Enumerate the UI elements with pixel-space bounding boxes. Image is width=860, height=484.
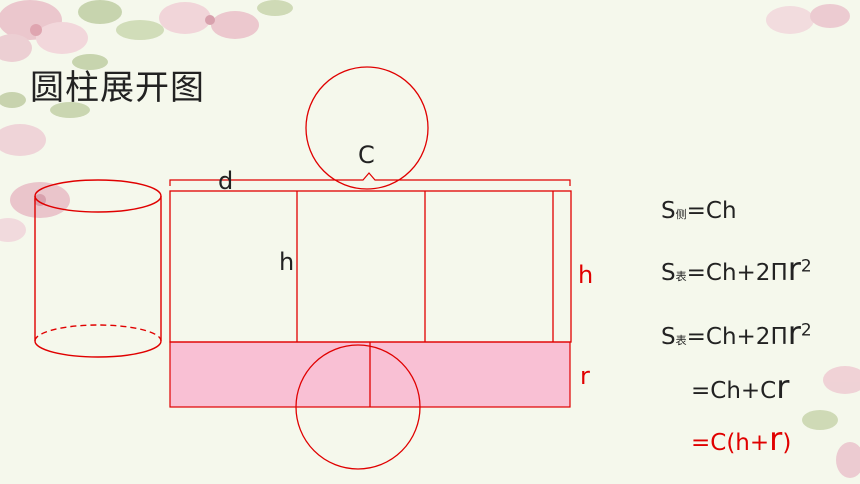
formula-rest: =Ch+2 (686, 260, 771, 286)
formula-r: r (769, 420, 783, 458)
formula-surface-2: S表=Ch+2Πr2 (661, 314, 812, 352)
bottom-circle (295, 344, 421, 470)
formula-s: S (661, 198, 676, 224)
formula-pre: =C(h+ (691, 430, 770, 456)
formula-exp: 2 (800, 320, 812, 341)
formula-step-4: =C(h+r) (691, 420, 791, 458)
formula-exp: 2 (800, 256, 812, 277)
label-h-inner: h (279, 248, 295, 276)
formula-s: S (661, 260, 676, 286)
formula-sub: 表 (675, 334, 687, 347)
flower-top-center-icon (159, 0, 293, 39)
formula-surface-1: S表=Ch+2Πr2 (661, 250, 812, 288)
circumference-brace (169, 172, 571, 186)
page-title: 圆柱展开图 (30, 68, 205, 108)
formula-s: S (661, 324, 676, 350)
formula-lateral: S侧=Ch (661, 198, 737, 224)
formula-rest: =Ch (686, 198, 737, 224)
formula-sub: 侧 (675, 208, 687, 221)
formula-r: r (787, 250, 801, 288)
cylinder-bottom-front (34, 340, 162, 358)
label-r-side: r (580, 362, 590, 390)
top-circle (305, 66, 429, 190)
label-d: d (218, 167, 234, 195)
cylinder-top-ellipse (34, 179, 162, 213)
formula-pi: Π (770, 260, 788, 286)
lateral-rectangle (169, 190, 572, 343)
cylinder-bottom-back (34, 324, 162, 342)
formula-r: r (787, 314, 801, 352)
cylinder-3d (34, 179, 162, 358)
formula-step-3: =Ch+Cr (691, 368, 789, 406)
flower-left-icon (0, 92, 90, 242)
formula-sub: 表 (675, 270, 687, 283)
formula-r: r (776, 368, 790, 406)
formula-post: ) (782, 430, 792, 456)
formula-rest: =Ch+2 (686, 324, 771, 350)
label-c: C (358, 141, 375, 169)
formula-rest: =Ch+C (691, 378, 777, 404)
flower-top-left-icon (0, 0, 164, 70)
label-h-side: h (578, 261, 594, 289)
formula-pi: Π (770, 324, 788, 350)
flower-right-icon (766, 4, 860, 478)
